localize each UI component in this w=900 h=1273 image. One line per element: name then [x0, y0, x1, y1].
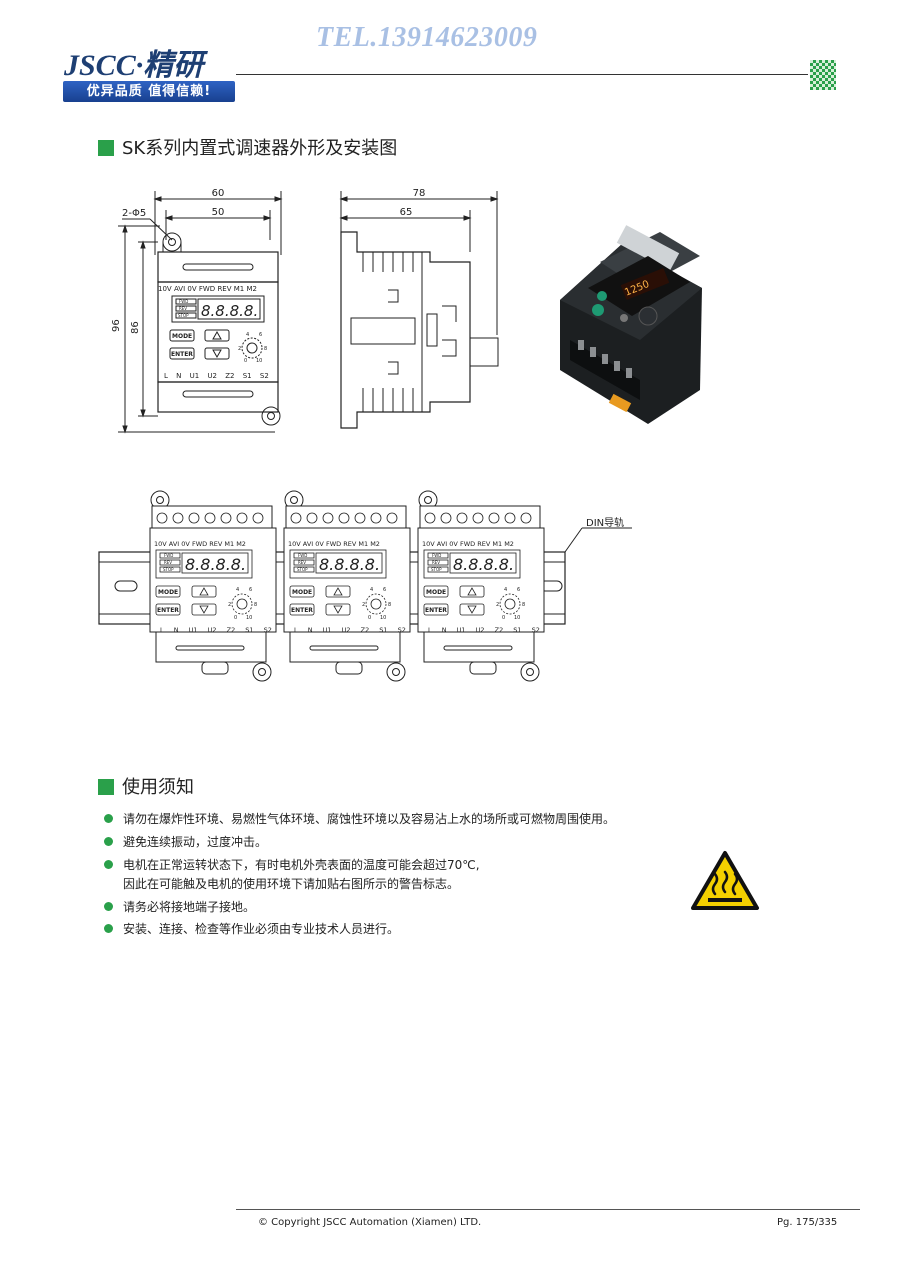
bullet-icon — [104, 814, 113, 823]
bullet-icon — [104, 924, 113, 933]
product-photo — [560, 225, 702, 424]
section-square-icon — [98, 779, 114, 795]
svg-text:MODE: MODE — [426, 589, 446, 596]
svg-text:6: 6 — [383, 587, 386, 593]
svg-text:4: 4 — [504, 587, 507, 593]
svg-text:MODE: MODE — [158, 589, 178, 596]
svg-text:8: 8 — [264, 346, 267, 352]
svg-text:8.8.8.8.: 8.8.8.8. — [453, 555, 514, 574]
svg-text:2: 2 — [238, 346, 241, 352]
bottom-terminal-row: L N U1 U2 Z2 S1 S2 — [164, 372, 269, 380]
svg-text:8.8.8.8.: 8.8.8.8. — [319, 555, 380, 574]
svg-text:65: 65 — [400, 207, 413, 218]
din-rail-label: DIN导轨 — [586, 516, 624, 529]
svg-text:8: 8 — [522, 602, 525, 608]
section-square-icon — [98, 140, 114, 156]
bottom-terminal-row: L N U1 U2 Z2 S1 S2 — [428, 626, 540, 634]
svg-text:50: 50 — [212, 207, 225, 218]
svg-text:REV: REV — [179, 306, 187, 311]
svg-text:STOP: STOP — [178, 313, 189, 318]
svg-text:0: 0 — [368, 615, 371, 621]
svg-text:6: 6 — [517, 587, 520, 593]
top-terminal-row: 10V AVI 0V FWD REV M1 M2 — [158, 285, 257, 293]
svg-text:4: 4 — [236, 587, 239, 593]
svg-text:ENTER: ENTER — [157, 607, 179, 614]
note-item: 安装、连接、检查等作业必须由专业技术人员进行。 — [104, 920, 399, 937]
svg-text:FWD: FWD — [298, 553, 307, 558]
svg-text:96: 96 — [111, 319, 122, 332]
svg-text:10: 10 — [514, 615, 520, 621]
copyright-text: © Copyright JSCC Automation (Xiamen) LTD… — [258, 1217, 482, 1228]
section-title-usage-notes: 使用须知 — [98, 773, 194, 799]
page-number: Pg. 175/335 — [777, 1217, 838, 1228]
svg-text:0: 0 — [234, 615, 237, 621]
svg-text:REV: REV — [432, 560, 440, 565]
svg-text:ENTER: ENTER — [291, 607, 313, 614]
svg-text:FWD: FWD — [164, 553, 173, 558]
note-item: 避免连续振动，过度冲击。 — [104, 833, 267, 850]
svg-text:0: 0 — [244, 358, 247, 364]
svg-text:4: 4 — [246, 332, 249, 338]
brand-slogan: 优异品质 值得信赖! — [63, 81, 235, 102]
top-terminal-row: 10V AVI 0V FWD REV M1 M2 — [154, 540, 246, 548]
svg-text:78: 78 — [413, 188, 426, 199]
svg-text:ENTER: ENTER — [171, 351, 193, 358]
rail-device-1: 10V AVI 0V FWD REV M1 M2 L N U1 U2 Z2 S1… — [149, 490, 277, 682]
rail-device-2: 10V AVI 0V FWD REV M1 M2 L N U1 U2 Z2 S1… — [283, 490, 411, 682]
tel-number: TEL.13914623009 — [316, 22, 538, 53]
note-item: 请勿在爆炸性环境、易燃性气体环境、腐蚀性环境以及容易沾上水的场所或可燃物周围使用… — [104, 810, 615, 827]
svg-text:2: 2 — [362, 602, 365, 608]
svg-text:10: 10 — [380, 615, 386, 621]
svg-text:MODE: MODE — [292, 589, 312, 596]
note-item: 请务必将接地端子接地。 — [104, 898, 255, 915]
front-view-labels: 60 50 2-Φ5 96 86 10V AVI 0V FWD REV M1 M… — [111, 188, 269, 380]
svg-text:8.8.8.8.: 8.8.8.8. — [201, 302, 258, 320]
svg-text:REV: REV — [164, 560, 172, 565]
svg-text:2: 2 — [228, 602, 231, 608]
svg-text:2: 2 — [496, 602, 499, 608]
svg-text:FWD: FWD — [179, 299, 188, 304]
svg-text:STOP: STOP — [297, 567, 308, 572]
hot-surface-warning-icon — [691, 851, 759, 910]
svg-text:4: 4 — [370, 587, 373, 593]
header-rule — [236, 74, 808, 75]
front-view — [118, 191, 283, 434]
note-item: 电机在正常运转状态下，有时电机外壳表面的温度可能会超过70℃, — [104, 856, 480, 873]
bullet-icon — [104, 860, 113, 869]
svg-text:2-Φ5: 2-Φ5 — [122, 208, 146, 219]
svg-text:MODE: MODE — [172, 333, 192, 340]
svg-text:REV: REV — [298, 560, 306, 565]
bottom-terminal-row: L N U1 U2 Z2 S1 S2 — [160, 626, 272, 634]
svg-text:STOP: STOP — [163, 567, 174, 572]
svg-text:8.8.8.8.: 8.8.8.8. — [185, 555, 246, 574]
svg-text:FWD: FWD — [432, 553, 441, 558]
svg-text:60: 60 — [212, 188, 225, 199]
svg-text:STOP: STOP — [431, 567, 442, 572]
bottom-terminal-row: L N U1 U2 Z2 S1 S2 — [294, 626, 406, 634]
section-title-dimensions: SK系列内置式调速器外形及安装图 — [98, 134, 397, 160]
footer-rule — [236, 1209, 860, 1210]
svg-text:8: 8 — [388, 602, 391, 608]
svg-text:6: 6 — [259, 332, 262, 338]
svg-text:0: 0 — [502, 615, 505, 621]
svg-text:ENTER: ENTER — [425, 607, 447, 614]
top-terminal-row: 10V AVI 0V FWD REV M1 M2 — [288, 540, 380, 548]
dimension-drawings: 60 50 2-Φ5 96 86 10V AVI 0V FWD REV M1 M… — [98, 188, 702, 682]
svg-text:10: 10 — [246, 615, 252, 621]
svg-text:6: 6 — [249, 587, 252, 593]
checker-decoration — [810, 60, 836, 90]
svg-text:86: 86 — [130, 321, 141, 334]
note-item-continuation: 因此在可能触及电机的使用环境下请加贴右图所示的警告标志。 — [123, 877, 460, 891]
side-view-labels: 78 65 — [400, 188, 426, 218]
svg-text:10: 10 — [256, 358, 262, 364]
svg-text:8: 8 — [254, 602, 257, 608]
rail-device-3: 10V AVI 0V FWD REV M1 M2 L N U1 U2 Z2 S1… — [417, 490, 545, 682]
bullet-icon — [104, 837, 113, 846]
brand-logo: JSCC·精研 — [64, 49, 204, 82]
side-view — [339, 191, 499, 429]
top-terminal-row: 10V AVI 0V FWD REV M1 M2 — [422, 540, 514, 548]
bullet-icon — [104, 902, 113, 911]
